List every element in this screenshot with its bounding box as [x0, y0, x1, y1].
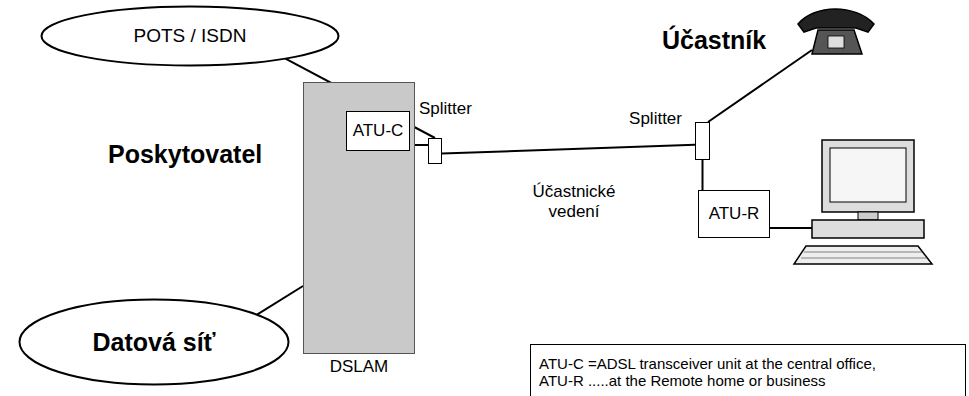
subscriber-label: Účastník [662, 26, 766, 55]
splitter-name: Splitter [629, 109, 682, 129]
note-text: ATU-R .....at the Remote home or busines… [539, 372, 826, 389]
provider-label: Poskytovatel [108, 140, 262, 169]
ellipse-shape [42, 7, 339, 66]
transceiver-name: ATU-C [353, 121, 404, 141]
splitter-box: Splitter [695, 122, 710, 160]
network-name: POTS / ISDN [134, 25, 247, 47]
transceiver-box: ATU-C [346, 111, 410, 151]
computer-case [812, 220, 924, 238]
keyboard-keys [801, 252, 927, 258]
monitor-screen [830, 148, 906, 202]
phone-handset [798, 9, 874, 32]
transceiver-name: ATU-R [709, 204, 760, 224]
transceiver-box: ATU-R [698, 190, 770, 238]
ellipse-shape [20, 300, 289, 385]
line-connector [257, 286, 303, 315]
monitor-stand [858, 212, 878, 220]
network-ellipse: POTS / ISDN [40, 5, 340, 67]
computer-wire [770, 227, 812, 229]
phone-base [812, 30, 862, 54]
line-label: Účastnické vedení [518, 182, 630, 221]
phone-keypad [828, 36, 844, 48]
line-connector [702, 160, 704, 190]
line-connector [442, 145, 695, 154]
network-name: Datová síť [92, 328, 215, 357]
splitter-box: Splitter [428, 138, 442, 164]
monitor [822, 140, 914, 212]
keyboard [794, 246, 932, 264]
note-text: ATU-C =ADSL transceiver unit at the cent… [539, 355, 876, 372]
note-box: ATU-C =ADSL transceiver unit at the cent… [530, 344, 966, 396]
dslam-name: DSLAM [304, 357, 414, 377]
splitter-name: Splitter [419, 99, 472, 119]
phone-wire [708, 50, 812, 122]
computer-icon [794, 140, 932, 264]
telephone-icon [798, 9, 874, 54]
dslam-box: DSLAMATU-C [303, 82, 415, 354]
network-ellipse: Datová síť [18, 298, 290, 386]
